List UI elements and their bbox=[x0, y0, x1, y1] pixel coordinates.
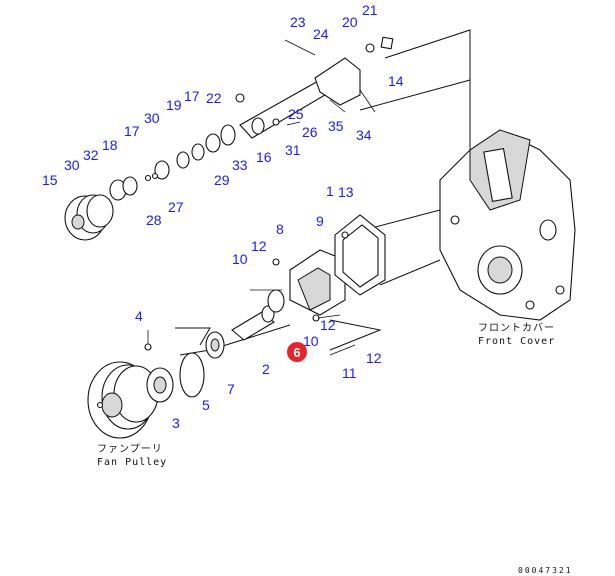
callout-11: 11 bbox=[342, 365, 357, 381]
callout-34: 34 bbox=[356, 127, 372, 143]
callout-29: 29 bbox=[214, 172, 230, 188]
callout-30b: 30 bbox=[144, 110, 160, 126]
callout-15: 15 bbox=[42, 172, 58, 188]
fan-pulley-jp-label: ファンプーリ bbox=[97, 443, 163, 455]
callout-26: 26 bbox=[302, 124, 318, 140]
idler-shaft-assembly bbox=[64, 36, 394, 241]
callout-1: 1 bbox=[326, 183, 334, 199]
callout-17b: 17 bbox=[184, 88, 200, 104]
callout-16: 16 bbox=[256, 149, 272, 165]
bracket-assembly bbox=[250, 214, 386, 356]
callout-12a: 12 bbox=[251, 238, 267, 254]
front-cover bbox=[439, 129, 576, 321]
captions: フロントカバー Front Cover ファンプーリ Fan Pulley 00… bbox=[97, 322, 573, 575]
callout-17a: 17 bbox=[124, 123, 140, 139]
callout-21: 21 bbox=[362, 2, 378, 18]
callout-30a: 30 bbox=[64, 157, 80, 173]
callout-labels: 1 2 3 4 5 7 8 9 10 10 11 12 12 12 13 14 … bbox=[42, 2, 404, 431]
callout-12b: 12 bbox=[320, 317, 336, 333]
callout-28: 28 bbox=[146, 212, 162, 228]
callout-13: 13 bbox=[338, 184, 354, 200]
callout-7: 7 bbox=[227, 381, 235, 397]
callout-12c: 12 bbox=[366, 350, 382, 366]
callout-31: 31 bbox=[285, 142, 301, 158]
callout-19: 19 bbox=[166, 97, 182, 113]
fan-pulley bbox=[87, 361, 159, 439]
callout-4: 4 bbox=[135, 308, 143, 324]
document-number: 00047321 bbox=[518, 566, 573, 575]
callout-14: 14 bbox=[388, 73, 404, 89]
callout-35: 35 bbox=[328, 118, 344, 134]
callout-22: 22 bbox=[206, 90, 222, 106]
callout-2: 2 bbox=[262, 361, 270, 377]
callout-9: 9 bbox=[316, 213, 324, 229]
callout-10a: 10 bbox=[232, 251, 248, 267]
callout-20: 20 bbox=[342, 14, 358, 30]
highlighted-callout-6[interactable]: 6 bbox=[287, 342, 307, 362]
highlight-marker bbox=[287, 342, 307, 362]
callout-3: 3 bbox=[172, 415, 180, 431]
callout-24: 24 bbox=[313, 26, 329, 42]
callout-25: 25 bbox=[288, 106, 304, 122]
front-cover-jp-label: フロントカバー bbox=[478, 322, 555, 334]
callout-8: 8 bbox=[276, 221, 284, 237]
callout-10b: 10 bbox=[303, 333, 319, 349]
callout-32: 32 bbox=[83, 147, 99, 163]
callout-33: 33 bbox=[232, 157, 248, 173]
callout-18: 18 bbox=[102, 137, 118, 153]
callout-27: 27 bbox=[168, 199, 184, 215]
front-cover-en-label: Front Cover bbox=[478, 336, 555, 347]
highlight-number: 6 bbox=[293, 345, 300, 360]
callout-23: 23 bbox=[290, 14, 306, 30]
parts-front-row bbox=[144, 289, 285, 403]
fan-pulley-en-label: Fan Pulley bbox=[97, 457, 167, 468]
callout-5: 5 bbox=[202, 397, 210, 413]
